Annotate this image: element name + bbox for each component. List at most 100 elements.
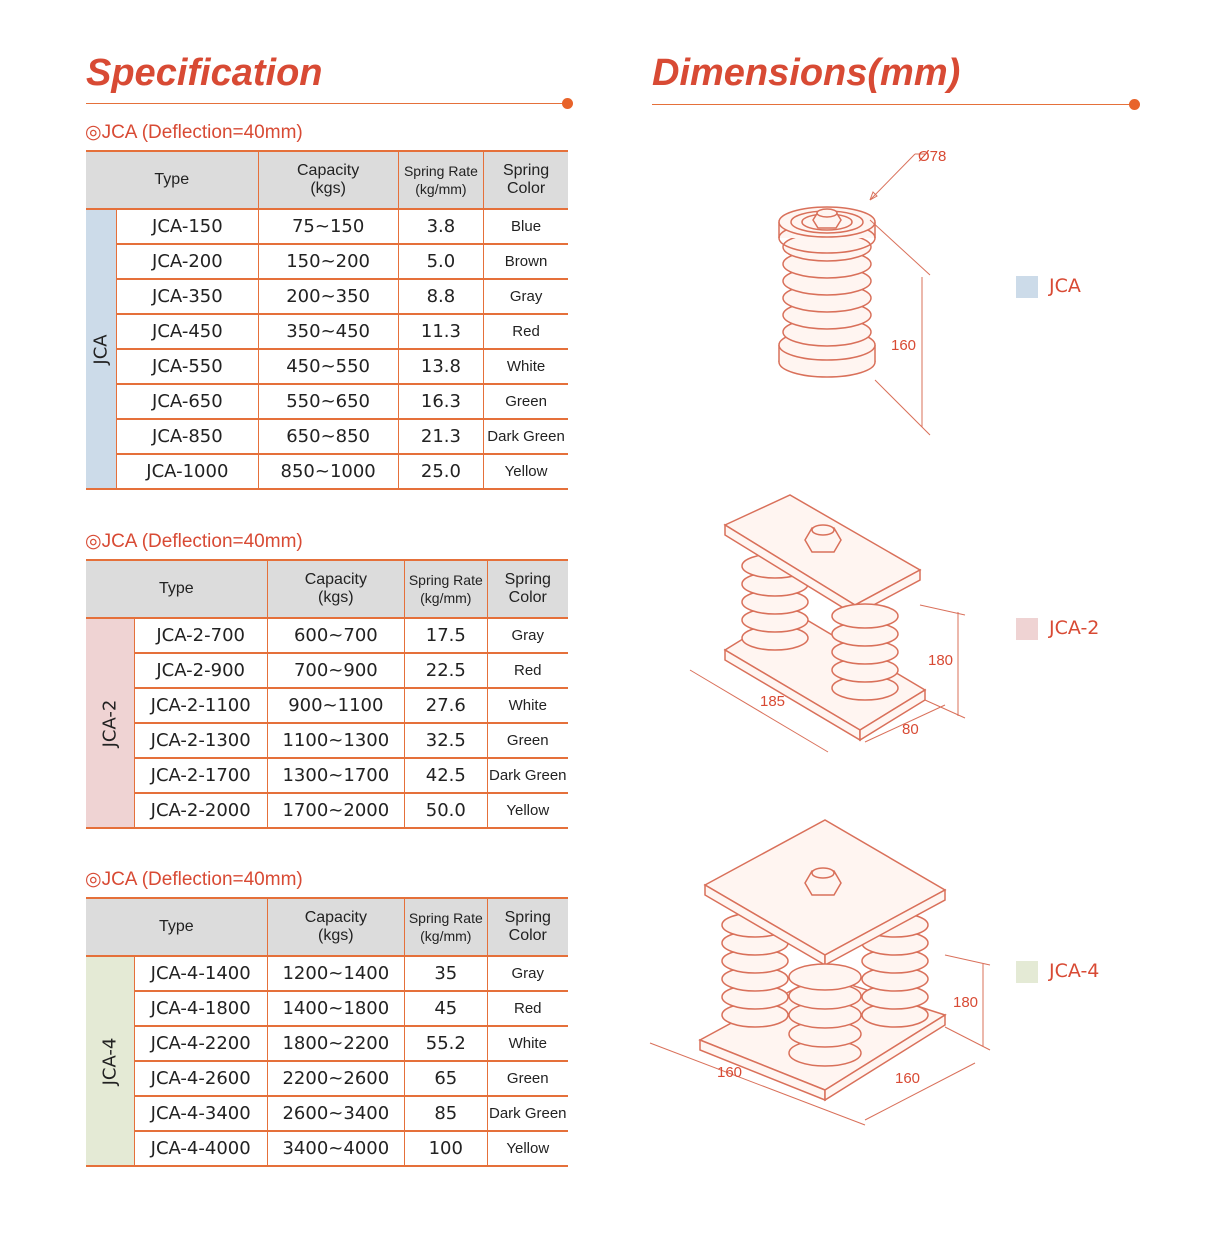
cell-type: JCA-2-1300 — [133, 723, 268, 759]
cell-spring-rate: 65 — [404, 1061, 488, 1097]
legend-label-jca-2: JCA-2 — [1049, 617, 1100, 639]
group-label-cell: JCA-4 — [86, 956, 135, 1167]
cell-type: JCA-850 — [116, 419, 259, 455]
dim-length: 185 — [760, 693, 785, 710]
cell-capacity: 1800~2200 — [266, 1026, 405, 1062]
cell-spring-color: Red — [486, 991, 568, 1027]
cell-spring-rate: 5.0 — [397, 244, 484, 280]
group-label-cell: JCA-2 — [86, 618, 135, 829]
legend-swatch-jca-2 — [1016, 618, 1038, 640]
specification-rule — [86, 103, 568, 104]
cell-spring-rate: 3.8 — [397, 209, 484, 245]
dim-width: 80 — [902, 721, 919, 738]
cell-capacity: 1300~1700 — [266, 758, 405, 794]
cell-spring-color: Dark Green — [483, 419, 568, 455]
cell-type: JCA-150 — [116, 209, 259, 245]
table-subtitle: ◎JCA (Deflection=40mm) — [85, 869, 303, 890]
specification-heading: Specification — [86, 52, 323, 94]
specification-rule-dot — [562, 98, 573, 109]
cell-capacity: 2200~2600 — [266, 1061, 405, 1097]
header-type: Type — [86, 559, 268, 619]
header-type: Type — [86, 150, 259, 210]
header-capacity: Capacity(kgs) — [266, 559, 405, 619]
cell-spring-rate: 85 — [404, 1096, 488, 1132]
cell-spring-rate: 35 — [404, 956, 488, 992]
cell-spring-color: Brown — [483, 244, 568, 280]
cell-spring-color: Red — [483, 314, 568, 350]
cell-type: JCA-550 — [116, 349, 259, 385]
cell-type: JCA-2-1100 — [133, 688, 268, 724]
table-subtitle: ◎JCA (Deflection=40mm) — [85, 122, 303, 143]
cell-spring-color: Green — [486, 1061, 568, 1097]
legend-swatch-jca-4 — [1016, 961, 1038, 983]
cell-type: JCA-650 — [116, 384, 259, 420]
cell-capacity: 550~650 — [257, 384, 399, 420]
cell-type: JCA-2-2000 — [133, 793, 268, 829]
cell-type: JCA-4-2200 — [133, 1026, 268, 1062]
table-subtitle: ◎JCA (Deflection=40mm) — [85, 531, 303, 552]
cell-type: JCA-4-1400 — [133, 956, 268, 992]
cell-capacity: 350~450 — [257, 314, 399, 350]
cell-type: JCA-1000 — [116, 454, 259, 490]
group-label-cell: JCA — [86, 209, 117, 490]
cell-capacity: 1700~2000 — [266, 793, 405, 829]
cell-spring-rate: 32.5 — [404, 723, 488, 759]
cell-spring-rate: 45 — [404, 991, 488, 1027]
cell-spring-rate: 100 — [404, 1131, 488, 1167]
cell-spring-rate: 13.8 — [397, 349, 484, 385]
cell-capacity: 150~200 — [257, 244, 399, 280]
cell-type: JCA-2-700 — [133, 618, 268, 654]
group-label: JCA-4 — [99, 1037, 121, 1085]
dim-height: 180 — [928, 652, 953, 669]
cell-spring-color: Red — [486, 653, 568, 689]
cell-spring-color: Yellow — [486, 1131, 568, 1167]
cell-capacity: 1200~1400 — [266, 956, 405, 992]
cell-capacity: 1100~1300 — [266, 723, 405, 759]
cell-capacity: 600~700 — [266, 618, 405, 654]
cell-spring-rate: 17.5 — [404, 618, 488, 654]
cell-spring-color: White — [486, 1026, 568, 1062]
cell-spring-rate: 16.3 — [397, 384, 484, 420]
header-spring-rate: Spring Rate(kg/mm) — [404, 559, 488, 619]
header-capacity: Capacity(kgs) — [266, 897, 405, 957]
cell-type: JCA-2-900 — [133, 653, 268, 689]
jca-4-mount-drawing: 160 160 180 — [649, 819, 991, 1126]
cell-spring-color: Green — [486, 723, 568, 759]
cell-spring-color: Dark Green — [486, 1096, 568, 1132]
dim-height: 180 — [953, 994, 978, 1011]
cell-spring-color: White — [483, 349, 568, 385]
group-label: JCA-2 — [99, 699, 121, 747]
cell-capacity: 200~350 — [257, 279, 399, 315]
cell-spring-color: Gray — [486, 956, 568, 992]
cell-spring-color: Green — [483, 384, 568, 420]
cell-spring-rate: 22.5 — [404, 653, 488, 689]
cell-capacity: 3400~4000 — [266, 1131, 405, 1167]
cell-type: JCA-2-1700 — [133, 758, 268, 794]
cell-spring-color: White — [486, 688, 568, 724]
cell-type: JCA-450 — [116, 314, 259, 350]
header-type: Type — [86, 897, 268, 957]
cell-type: JCA-4-1800 — [133, 991, 268, 1027]
legend-label-jca-4: JCA-4 — [1049, 960, 1100, 982]
cell-spring-rate: 21.3 — [397, 419, 484, 455]
cell-spring-rate: 8.8 — [397, 279, 484, 315]
cell-spring-color: Yellow — [486, 793, 568, 829]
cell-capacity: 1400~1800 — [266, 991, 405, 1027]
cell-spring-color: Dark Green — [486, 758, 568, 794]
